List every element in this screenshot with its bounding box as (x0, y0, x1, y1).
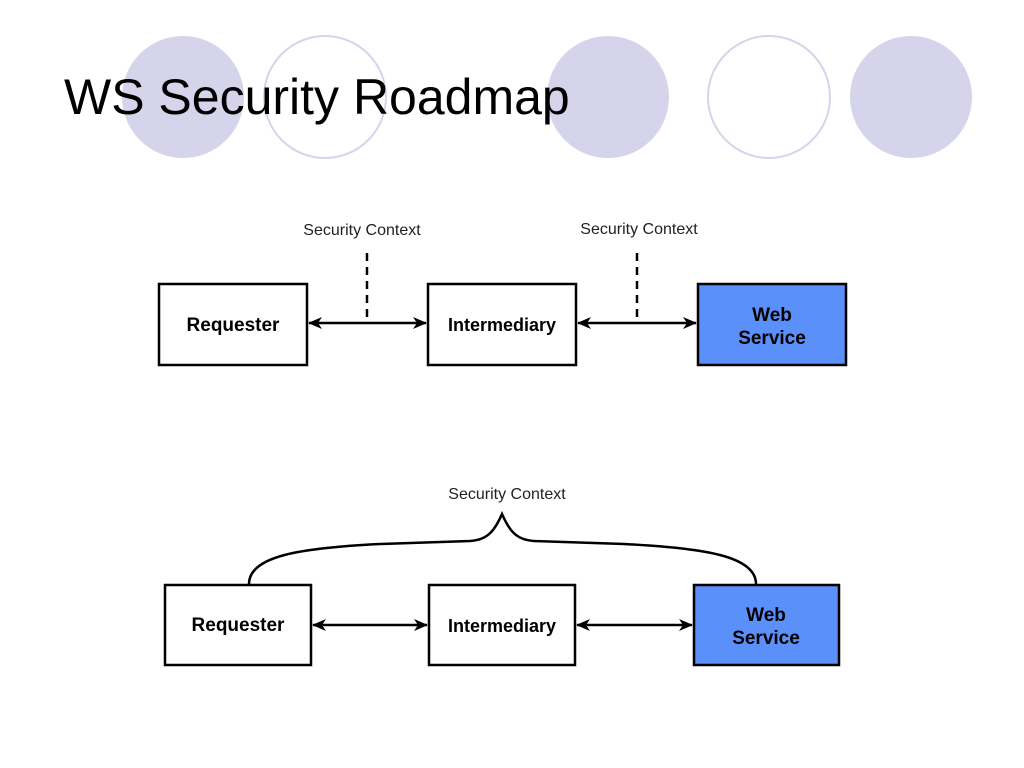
bottom-requester-box (163, 583, 313, 667)
top-context-label-right: Security Context (580, 221, 698, 238)
bottom-intermediary-box (427, 583, 577, 667)
bottom-web-service-label-line2: Service (732, 628, 800, 649)
decorative-circles (122, 35, 972, 159)
top-web-service-box (696, 282, 848, 367)
decorative-circle-filled (122, 36, 244, 158)
top-diagram: Security Context Security Context Reques… (157, 221, 848, 367)
bottom-web-service-box (692, 583, 841, 667)
decorative-circle-filled (850, 36, 972, 158)
bottom-web-service-label-line1: Web (746, 605, 786, 626)
bottom-intermediary-label: Intermediary (448, 616, 556, 636)
bottom-context-label: Security Context (448, 486, 566, 503)
top-intermediary-label: Intermediary (448, 315, 556, 335)
bottom-requester-label: Requester (192, 615, 286, 636)
bottom-diagram: Security Context Requester Intermediary … (163, 486, 841, 667)
decorative-circle-filled (547, 36, 669, 158)
top-web-service-label-line1: Web (752, 305, 792, 326)
bottom-context-brace (247, 510, 758, 585)
top-requester-label: Requester (187, 315, 281, 336)
decorative-circle-outline (263, 35, 387, 159)
top-intermediary-box (426, 282, 578, 367)
slide-title: WS Security Roadmap (64, 69, 570, 125)
decorative-circle-outline (707, 35, 831, 159)
top-context-label-left: Security Context (303, 222, 421, 239)
top-web-service-label-line2: Service (738, 328, 806, 349)
top-requester-box (157, 282, 309, 367)
